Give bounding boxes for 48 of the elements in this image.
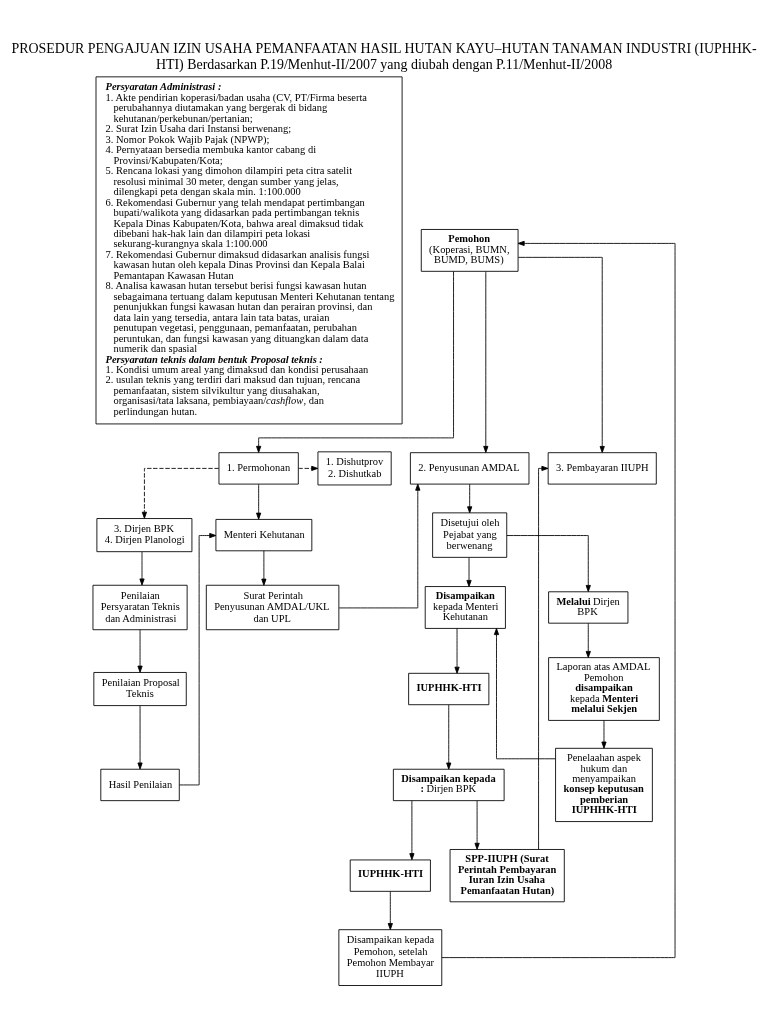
arrow xyxy=(298,465,319,471)
arrow xyxy=(483,271,489,453)
node-box: Laporan atas AMDAL Pemohon disampaikan kepada Menteri melalui Sekjen xyxy=(548,657,660,721)
arrow xyxy=(506,535,591,592)
arrow xyxy=(493,628,556,760)
node-box: 3. Dirjen BPK 4. Dirjen Planologi xyxy=(96,518,193,553)
node-box: Menteri Kehutanan xyxy=(215,518,313,552)
arrow xyxy=(139,551,145,586)
arrow xyxy=(137,705,143,770)
node-box: Disampaikan kepada Pemohon, setelah Pemohon Membayar IIUPH xyxy=(338,929,443,986)
node-box: IUPHHK-HTI xyxy=(408,672,490,706)
node-box: Persyaratan Administrasi : 1. Akte pendirian koperasi/badan usaha (CV, PT/Firma beserta perubahannya diutamakan yang bergerak di bidang kehutanan/perkebunan/pertanian; 2. Surat Izin Usaha dari Instansi berwenang; 3. Nomor Pokok Wajib Pajak (NPWP); 4. Pernyataan bersedia membuka kantor cabang di Provinsi/Kabupaten/Kota; 5. Rencana lokasi yang dimohon dilampiri peta citra satelit resolusi minimal 30 meter, dengan sumber yang jelas, dilengkapi peta dengan skala min. 1:100.000 6. Rekomendasi Gubernur yang telah mendapat pertimbangan bupati/walikota yang didasarkan pada pertimbangan teknis Kepala Dinas Kabupaten/Kota, bahwa areal dimaksud tidak dibebani hak-hak lain dan dilampiri peta lokasi sekurang-kurangnya skala 1:100.000 7. Rekomendasi Gubernur dimaksud didasarkan analisis fungsi kawasan hutan oleh kepala Dinas Provinsi dan Kepala Balai Pemantapan Kawasan Hutan 8. Analisa kawasan hutan tersebut berisi fungsi kawasan hutan sebagaimana tertuang dalam keputusan Menteri Kehutanan tentang penunjukkan fungsi kawasan hutan dan perairan provinsi, dan data lain yang tersedia, antara lain tata batas, uraian penutupan vegetasi, penggunaan, pemanfaatan, perubahan peruntukan, dan fungsi kawasan yang dituangkan dalam data numerik dan spasial Persyaratan teknis dalam bentuk Proposal teknis : 1. Kondisi umum areal yang dimaksud dan kondisi perusahaan 2. usulan teknis yang terdiri dari maksud dan tujuan, rencana pemanfaatan, sistem silvikultur yang diusahakan, organisasi/tata laksana, pembiayaan/cashflow, dan perlindungan hutan. xyxy=(95,76,403,425)
arrow xyxy=(261,550,267,586)
arrow xyxy=(585,622,591,658)
arrow xyxy=(256,271,454,453)
node-box: 1. Dishutprov 2. Dishutkab xyxy=(317,451,392,486)
arrow xyxy=(179,532,217,786)
arrow xyxy=(387,891,393,930)
arrow xyxy=(517,256,605,453)
node-box: Surat Perintah Penyusunan AMDAL/UKL dan UPL xyxy=(205,584,340,631)
arrow xyxy=(446,704,452,770)
arrow xyxy=(474,800,480,850)
node-box: IUPHHK-HTI xyxy=(349,859,431,892)
node-box: Disampaikan kepada : Dirjen BPK xyxy=(392,768,505,802)
arrow xyxy=(409,800,415,861)
arrow xyxy=(441,240,676,959)
arrow xyxy=(538,465,549,850)
node-box: Melalui Dirjen BPK xyxy=(548,591,629,624)
node-box: 1. Permohonan xyxy=(218,452,299,485)
node-box: Disampaikan kepada Menteri Kehutanan xyxy=(424,586,506,629)
arrow xyxy=(467,483,473,514)
node-box: Disetujui oleh Pejabat yang berwenang xyxy=(432,512,508,558)
arrow xyxy=(601,720,607,749)
arrow xyxy=(256,483,262,520)
node-box: SPP-IIUPH (Surat Perintah Pembayaran Iuran Izin Usaha Pemanfaatan Hutan) xyxy=(449,849,565,903)
node-box: Penilaian Proposal Teknis xyxy=(93,672,187,707)
arrow xyxy=(137,629,143,673)
arrow xyxy=(466,557,472,587)
arrow xyxy=(338,483,421,609)
node-box: Hasil Penilaian xyxy=(100,768,180,802)
diagram-title: PROSEDUR PENGAJUAN IZIN USAHA PEMANFAATAN HASIL HUTAN KAYU–HUTAN TANAMAN INDUSTRI (IUPHHK-HTI) Berdasarkan P.19/Menhut-II/2007 yang diubah dengan P.11/Menhut-II/2008 xyxy=(11,41,757,72)
node-box: 2. Penyusunan AMDAL xyxy=(409,452,530,485)
node-box: Penelaahan aspek hukum dan menyampaikan konsep keputusan pemberian IUPHHK-HTI xyxy=(555,747,653,822)
node-box: 3. Pembayaran IIUPH xyxy=(547,452,657,485)
node-box: Pemohon (Koperasi, BUMN, BUMD, BUMS) xyxy=(420,229,519,272)
node-box: Penilaian Persyaratan Teknis dan Administrasi xyxy=(92,584,188,631)
arrow xyxy=(141,467,220,519)
arrow xyxy=(454,628,460,674)
